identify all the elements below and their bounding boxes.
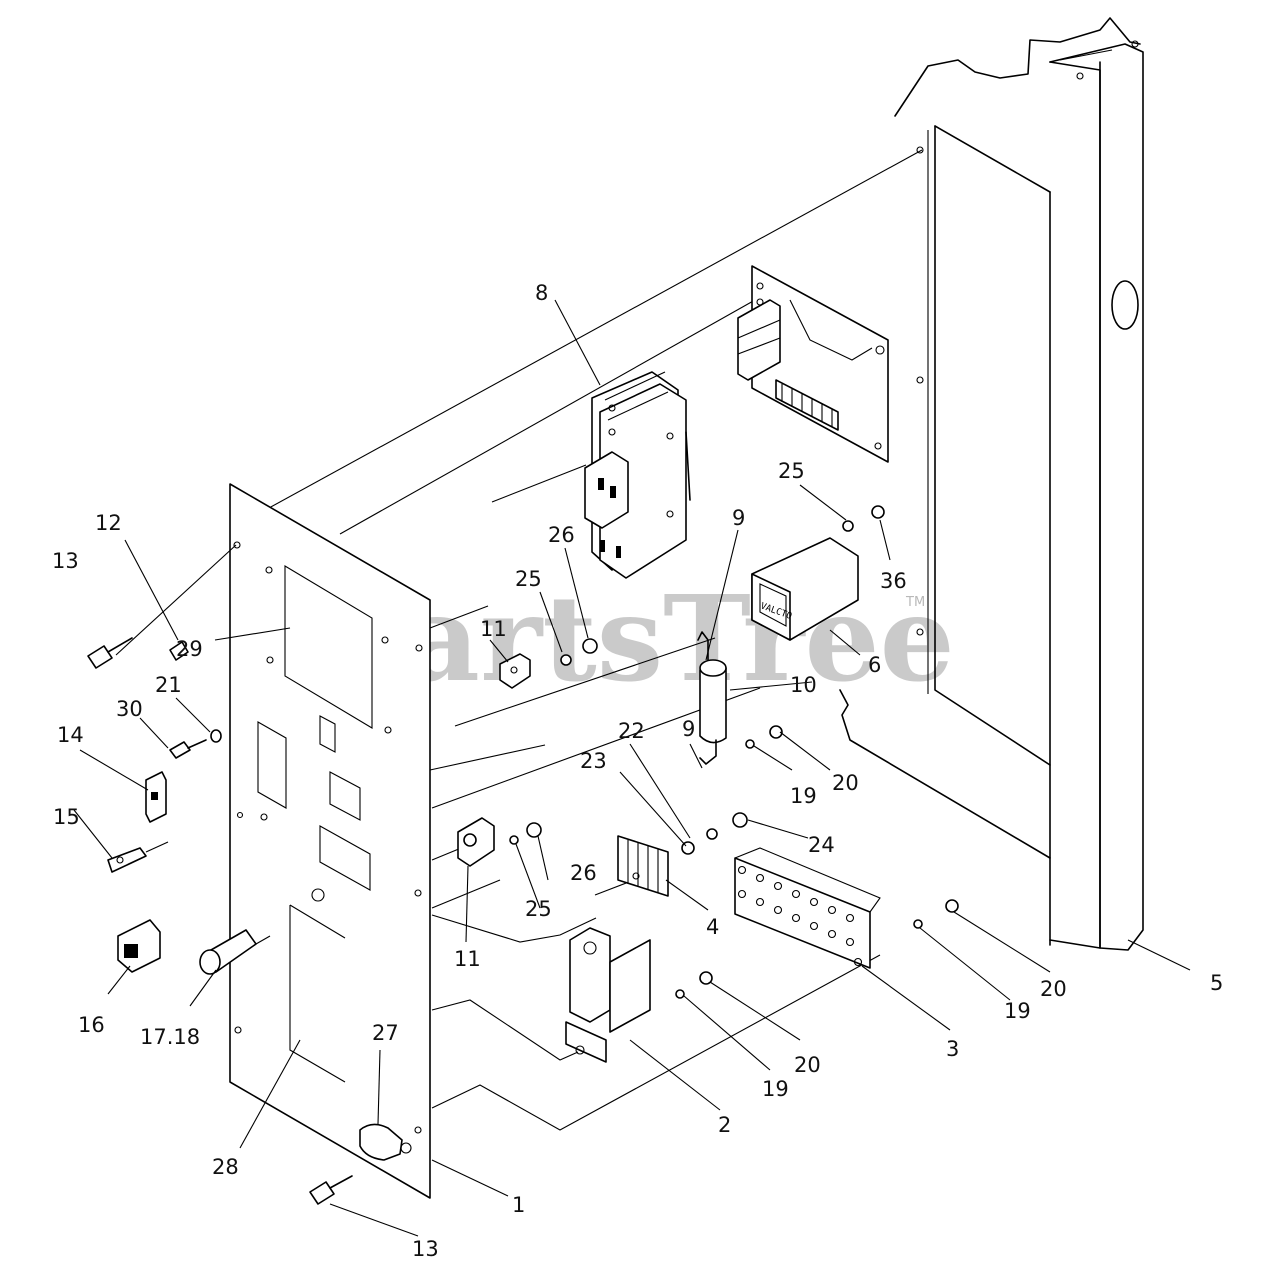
callout-11: 11 xyxy=(454,947,481,971)
clamp-27 xyxy=(359,1123,412,1161)
hour-meter: VALCTO xyxy=(751,537,859,641)
callout-6: 6 xyxy=(868,653,881,677)
washer-21 xyxy=(210,729,222,743)
screw-13-lower xyxy=(309,1175,353,1205)
callout-3: 3 xyxy=(946,1037,959,1061)
capacitor xyxy=(697,631,727,765)
callout-36: 36 xyxy=(880,569,907,593)
receptacle-17-18 xyxy=(199,929,271,975)
hardware xyxy=(509,505,959,999)
rear-frame xyxy=(839,17,1144,951)
callout-11: 11 xyxy=(480,617,507,641)
control-panel xyxy=(229,483,431,1199)
screw-13-upper xyxy=(87,637,133,669)
leader-lines xyxy=(73,299,1191,1237)
circuit-board xyxy=(737,265,889,463)
callout-26: 26 xyxy=(570,861,597,885)
callout-26: 26 xyxy=(548,523,575,547)
callout-2: 2 xyxy=(718,1113,731,1137)
diode-bracket-upper xyxy=(499,653,531,689)
callouts: 8 25 36 12 13 29 26 25 11 9 6 10 21 30 1… xyxy=(52,281,1223,1261)
callout-8: 8 xyxy=(535,281,548,305)
callout-19: 19 xyxy=(790,784,817,808)
callout-19: 19 xyxy=(762,1077,789,1101)
diode-bracket-lower xyxy=(457,817,495,867)
circuit-breaker xyxy=(584,371,691,579)
terminal-strip-small xyxy=(617,835,669,897)
callout-10: 10 xyxy=(790,673,817,697)
callout-29: 29 xyxy=(176,637,203,661)
callout-1: 1 xyxy=(512,1193,525,1217)
callout-17-18: 17.18 xyxy=(140,1025,200,1049)
transformer xyxy=(565,927,651,1063)
callout-19: 19 xyxy=(1004,999,1031,1023)
callout-27: 27 xyxy=(372,1021,399,1045)
watermark-trademark: TM xyxy=(905,595,925,610)
terminal-block-large xyxy=(734,847,881,969)
callout-20: 20 xyxy=(832,771,859,795)
screw-30 xyxy=(169,739,207,759)
rocker-switch-16 xyxy=(117,919,161,973)
callout-9: 9 xyxy=(732,506,745,530)
callout-25: 25 xyxy=(778,459,805,483)
callout-9: 9 xyxy=(682,717,695,741)
callout-13: 13 xyxy=(52,549,79,573)
fuse-holder-15 xyxy=(107,841,169,873)
callout-12: 12 xyxy=(95,511,122,535)
callout-14: 14 xyxy=(57,723,84,747)
callout-25: 25 xyxy=(525,897,552,921)
callout-22: 22 xyxy=(618,719,645,743)
callout-25: 25 xyxy=(515,567,542,591)
callout-13: 13 xyxy=(412,1237,439,1261)
callout-16: 16 xyxy=(78,1013,105,1037)
callout-28: 28 xyxy=(212,1155,239,1179)
callout-30: 30 xyxy=(116,697,143,721)
callout-4: 4 xyxy=(706,915,719,939)
callout-20: 20 xyxy=(794,1053,821,1077)
callout-20: 20 xyxy=(1040,977,1067,1001)
bushing-12 xyxy=(169,641,189,661)
callout-5: 5 xyxy=(1210,971,1223,995)
callout-15: 15 xyxy=(53,805,80,829)
callout-24: 24 xyxy=(808,833,835,857)
callout-23: 23 xyxy=(580,749,607,773)
callout-21: 21 xyxy=(155,673,182,697)
switch-14 xyxy=(145,771,167,823)
